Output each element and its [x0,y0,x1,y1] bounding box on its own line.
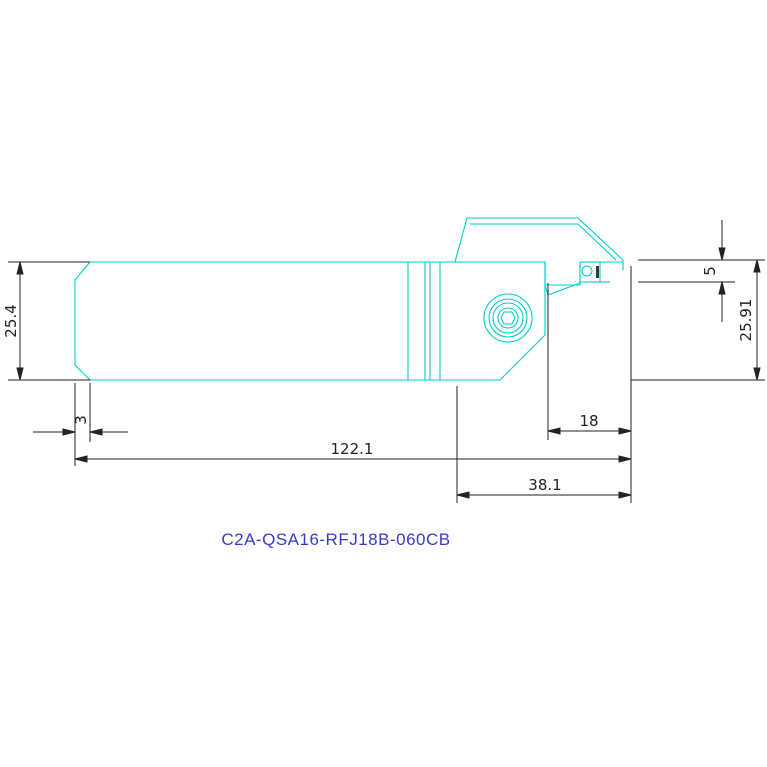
clamp-screw-head [497,307,519,329]
head-top-plate [454,217,624,263]
arrow-head [618,455,632,463]
arrow-head [62,428,76,436]
clamp-screw-outer [483,293,533,343]
blade-outline [544,262,581,286]
tool-outline [74,217,624,381]
arrow-head [718,247,726,261]
arrow-head [89,428,103,436]
arrow-head [718,281,726,295]
clamp-screw-socket [500,311,516,325]
dimension-lines [8,220,765,503]
part-number-label: C2A-QSA16-RFJ18B-060CB [221,530,450,549]
clamp-screw-ring [492,302,524,334]
dim-height-label: 25.4 [2,304,20,337]
insert-tip-marker [596,266,599,278]
dim-head-length-label: 38.1 [528,476,561,494]
arrow-head [16,367,24,381]
arrow-head [618,427,632,435]
insert-hole [581,265,593,277]
shank-outline [74,261,455,381]
dim-cutting-depth-label: 18 [579,412,598,430]
insert [579,261,601,283]
arrow-head [456,491,470,499]
arrow-head [16,261,24,275]
arrow-head [618,491,632,499]
arrow-head [753,367,761,381]
dim-cutting-height-label: 25.91 [737,299,755,342]
head-top-inner-line [577,223,617,261]
dim-chamfer-label: 3 [72,415,90,425]
arrow-head [74,455,88,463]
dim-overall-length-label: 122.1 [331,440,374,458]
arrow-head [547,427,561,435]
dim-edge-offset-label: 5 [701,266,719,276]
clamp-screw-ring [488,298,528,338]
arrow-head [753,259,761,273]
head-base-outline [430,261,546,381]
